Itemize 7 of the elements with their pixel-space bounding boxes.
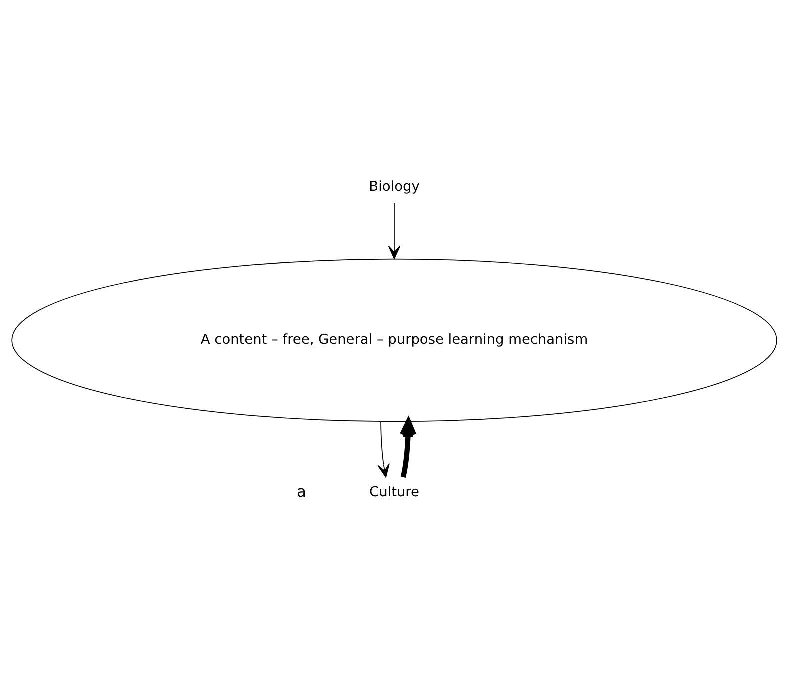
node-text: Culture (370, 484, 420, 500)
arrow (378, 420, 390, 478)
arrow (388, 202, 401, 259)
node-text: Biology (369, 178, 420, 195)
label: a (297, 482, 307, 500)
arrow (400, 418, 417, 478)
node-ellipse: A content – free, General – purpose learning mechanism (12, 258, 778, 422)
